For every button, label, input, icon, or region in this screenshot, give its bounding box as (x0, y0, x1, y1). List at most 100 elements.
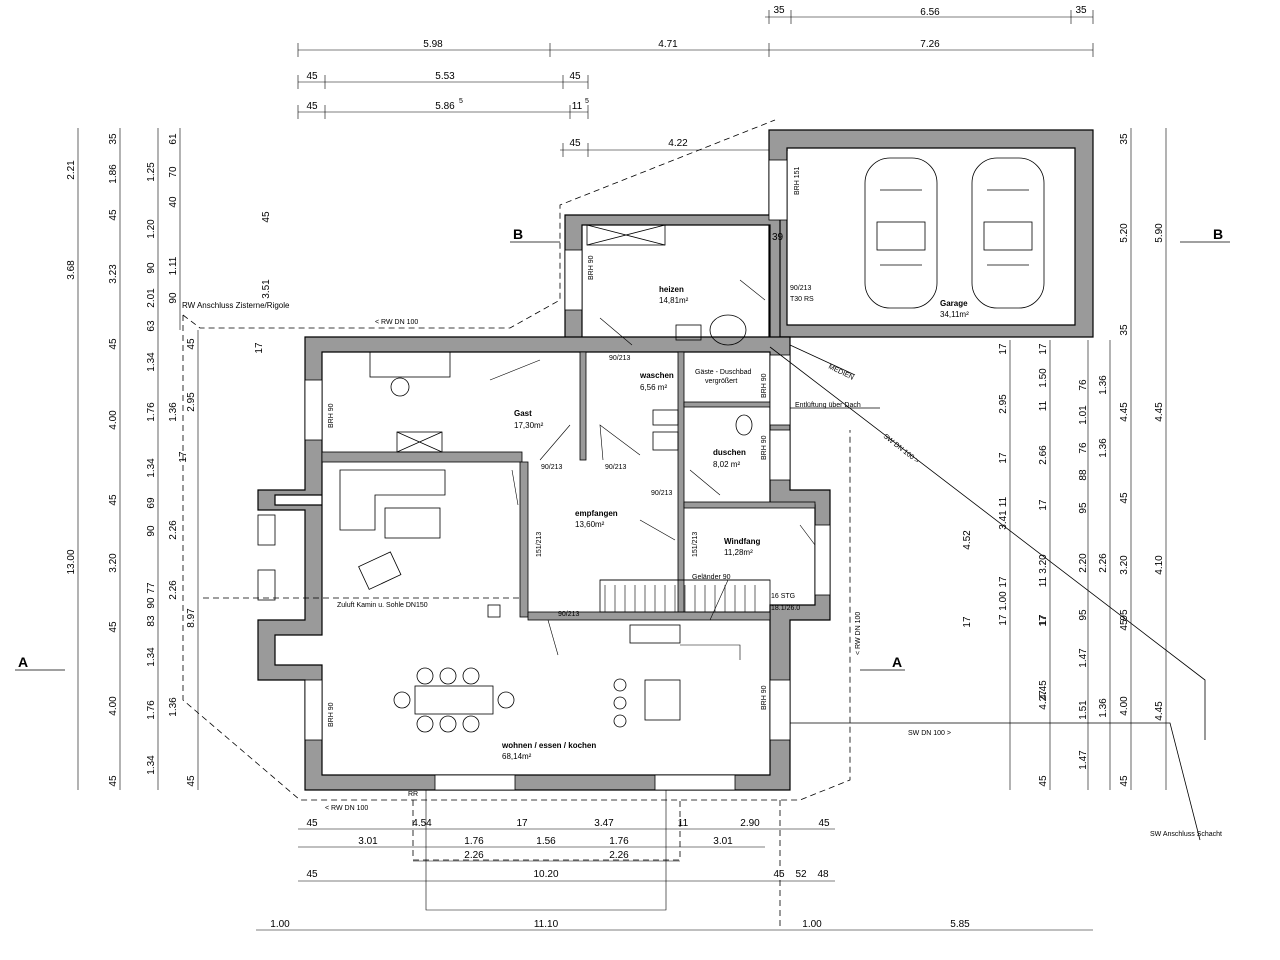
dim-l5-0: 45 (261, 211, 272, 223)
note-sw-schacht: SW Anschluss Schacht (1150, 831, 1222, 838)
dim-l2-8: 45 (108, 621, 119, 633)
note-brh90-gast: BRH 90 (328, 403, 335, 428)
room-garage-area: 34,11m² (940, 310, 969, 319)
note-sw-dn-h: SW DN 100 > (908, 730, 951, 737)
furniture (339, 224, 771, 733)
roof-outline (182, 119, 851, 930)
dim-bot-2b: 1.76 (464, 836, 484, 847)
note-brh90-wohnen: BRH 90 (328, 702, 335, 727)
room-duschen-area: 8,02 m² (713, 460, 740, 469)
dim-bot-1d: 3.47 (594, 818, 614, 829)
dim-l6-1: 2.95 (186, 392, 197, 412)
door-windfang: 151/213 (692, 532, 699, 557)
dim-r6-1: 3.20 (1119, 555, 1130, 575)
dim-l2-1: 1.86 (108, 164, 119, 184)
stairs (604, 579, 756, 621)
dim-l6-4: 45 (186, 775, 197, 787)
dim-r7-3: 4.45 (1154, 701, 1165, 721)
dim-r5-4: 1.36 (1098, 438, 1109, 458)
dim-l3-11: 90 (146, 597, 157, 609)
section-a-right: A (892, 654, 902, 670)
dim-l2-2: 45 (108, 209, 119, 221)
dim-l4-3: 1.11 (168, 256, 179, 275)
dim-l3-7: 1.34 (146, 458, 157, 478)
note-brh90-duschen: BRH 90 (761, 435, 768, 460)
dim-bot-2e: 3.01 (713, 836, 733, 847)
dim-l3-13: 1.34 (146, 647, 157, 667)
dim-l3-2: 90 (146, 262, 157, 274)
note-gelaender: Geländer 90 (692, 574, 731, 581)
dim-top-1c: 35 (1075, 5, 1087, 16)
dim-top-2c: 7.26 (920, 39, 940, 50)
dim-bot-4e: 48 (817, 869, 829, 880)
dim-top-1a: 35 (773, 5, 785, 16)
dim-r4-1: 1.01 (1078, 405, 1089, 425)
dim-r2-2: 11 (1038, 400, 1049, 411)
dim-l6-2: 17 (178, 451, 189, 463)
dim-top-3a: 45 (306, 71, 318, 82)
dim-top-4a: 45 (306, 101, 318, 112)
dim-r4-0: 76 (1078, 379, 1089, 391)
dim-r1-1: 2.95 (998, 394, 1009, 414)
dim-r2-3: 2.66 (1038, 445, 1049, 465)
note-brh90-waschen: BRH 90 (761, 373, 768, 398)
dim-bot-5a: 1.00 (270, 919, 290, 930)
dim-bot-1e: 11 (678, 818, 689, 829)
dim-l3-0: 1.25 (146, 162, 157, 182)
right-dimensions: 17 2.95 17 4.52 17 4.27 45 17 1.50 11 2.… (962, 128, 1167, 790)
dim-r4-6: 95 (1119, 609, 1130, 621)
dim-r2-8: 1.47 (1078, 648, 1089, 668)
dim-top-4b: 5.86 (435, 101, 455, 112)
dim-r2-6: 3.20 (1038, 554, 1049, 574)
dim-l3-12: 83 (146, 615, 157, 627)
dim-l4-8: 1.36 (168, 697, 179, 717)
dim-r4-3: 88 (1078, 469, 1089, 481)
dim-l3-5: 1.34 (146, 352, 157, 372)
note-rw-dn-bottom: < RW DN 100 (325, 805, 368, 812)
dim-r4-7: 4.00 (1119, 696, 1130, 716)
dim-r3-3: 1.00 (998, 591, 1009, 611)
dim-r3-5: 17 (1038, 614, 1049, 626)
dim-bot-1b: 4.54 (412, 818, 432, 829)
dim-bot-1a: 45 (306, 818, 318, 829)
dim-l1-c: 13.00 (66, 549, 77, 574)
dim-top-2a: 5.98 (423, 39, 443, 50)
note-t30b: T30 RS (790, 296, 814, 303)
dim-l3-8: 69 (146, 497, 157, 509)
dim-l2-0: 35 (108, 133, 119, 145)
dim-r2-4: 17 (1038, 499, 1049, 511)
dim-top-4c-sup: 5 (585, 98, 589, 105)
dim-bot-1f: 2.90 (740, 818, 760, 829)
dim-r1-2: 17 (998, 452, 1009, 464)
room-windfang-name: Windfang (724, 537, 760, 546)
windows (257, 159, 831, 791)
note-stg1: 16 STG (771, 593, 795, 600)
note-rw-zisterne: RW Anschluss Zisterne/Rigole (182, 301, 290, 310)
dim-r2-1: 1.50 (1038, 368, 1049, 388)
garage-cars (845, 157, 1075, 326)
dim-bot-3b: 2.26 (609, 850, 629, 861)
interior-walls (321, 351, 816, 621)
door-empfangen: 151/213 (536, 532, 543, 557)
dim-r1-0: 17 (998, 343, 1009, 355)
dim-l4-1: 70 (168, 166, 179, 178)
dim-r2-10: 1.47 (1078, 750, 1089, 770)
annotations: RW Anschluss Zisterne/Rigole < RW DN 100… (182, 166, 1222, 838)
room-garage-name: Garage (940, 299, 968, 308)
room-waschen-area: 6,56 m² (640, 383, 667, 392)
note-rr: RR (408, 791, 418, 798)
room-empfangen-name: empfangen (575, 509, 618, 518)
dim-top-4c: 11 (572, 101, 583, 112)
dim-bot-2d: 1.76 (609, 836, 629, 847)
dim-bot-5c: 1.00 (802, 919, 822, 930)
dim-l2-9: 4.00 (108, 696, 119, 716)
room-gast-area: 17,30m² (514, 421, 544, 430)
room-empfangen-area: 13,60m² (575, 520, 605, 529)
dim-r4-5: 2.20 (1078, 553, 1089, 573)
room-gast-name: Gast (514, 409, 532, 418)
dim-r1-4: 17 (962, 616, 973, 628)
room-waschen-name: waschen (639, 371, 674, 380)
dim-l3-6: 1.76 (146, 402, 157, 422)
dim-bot-4a: 45 (306, 869, 318, 880)
dim-l4-4: 90 (168, 292, 179, 304)
